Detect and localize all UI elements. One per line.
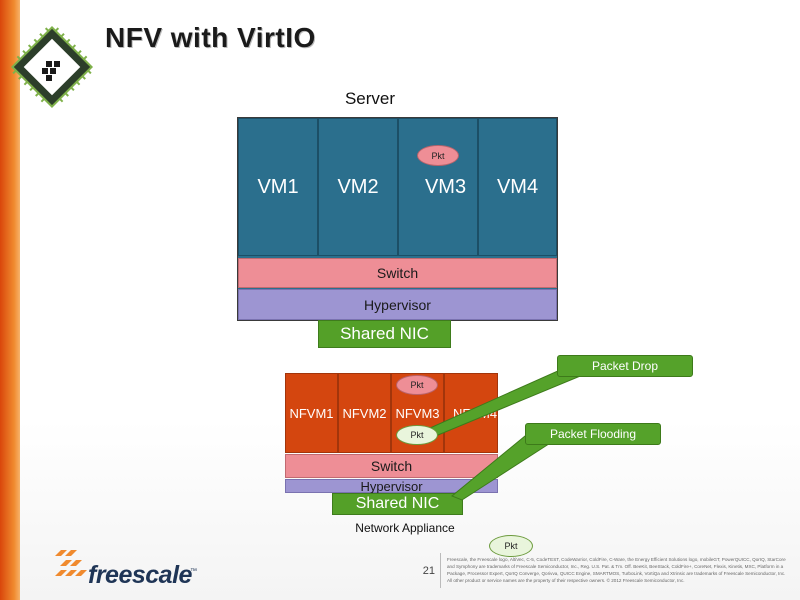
packet-icon: Pkt	[417, 145, 459, 166]
switch-layer: Switch	[238, 258, 557, 288]
vm-label: VM4	[496, 175, 539, 198]
packet-icon: Pkt	[396, 425, 438, 445]
vm-box: VM3	[398, 118, 478, 256]
legal-footnote: Freescale, the Freescale logo, AltiVec, …	[447, 557, 786, 583]
nfvm-label: NFVM1	[289, 405, 334, 421]
footer-divider	[440, 553, 441, 588]
nfvm-box: NFVM2	[338, 373, 391, 453]
packet-drop-callout: Packet Drop	[557, 355, 693, 377]
freescale-mark-icon	[55, 550, 87, 576]
left-accent-bar	[0, 0, 20, 600]
trademark-symbol: ™	[190, 568, 197, 575]
vm-label: VM2	[337, 175, 379, 198]
switch-layer: Switch	[285, 454, 498, 478]
shared-nic: Shared NIC	[332, 493, 463, 515]
vm-box: VM2	[318, 118, 398, 256]
vm-label: VM3	[424, 175, 467, 198]
server-box: VM1 VM2 VM3 VM4 Switch Hypervisor	[237, 117, 558, 321]
hypervisor-layer: Hypervisor	[285, 479, 498, 494]
slide-title: NFV with VirtIO	[105, 22, 316, 53]
vm-label: VM1	[257, 175, 299, 198]
server-label: Server	[344, 89, 396, 108]
packet-icon: Pkt	[396, 375, 438, 395]
freescale-chip-logo	[10, 25, 94, 109]
nfvm-label: NFVM2	[342, 405, 387, 421]
shared-nic: Shared NIC	[318, 320, 451, 348]
packet-flooding-callout: Packet Flooding	[525, 423, 661, 445]
packet-icon: Pkt	[489, 535, 533, 557]
appliance-label: Network Appliance	[355, 521, 455, 535]
vm-box: VM1	[238, 118, 318, 256]
page-number: 21	[422, 565, 435, 577]
hypervisor-layer: Hypervisor	[238, 289, 557, 320]
nfvm-label: NFVM3	[395, 405, 440, 421]
vm-box: VM4	[478, 118, 557, 256]
flooding-pointer	[451, 435, 557, 501]
nfvm-box: NFVM1	[285, 373, 338, 453]
freescale-wordmark: freescale	[88, 561, 192, 589]
